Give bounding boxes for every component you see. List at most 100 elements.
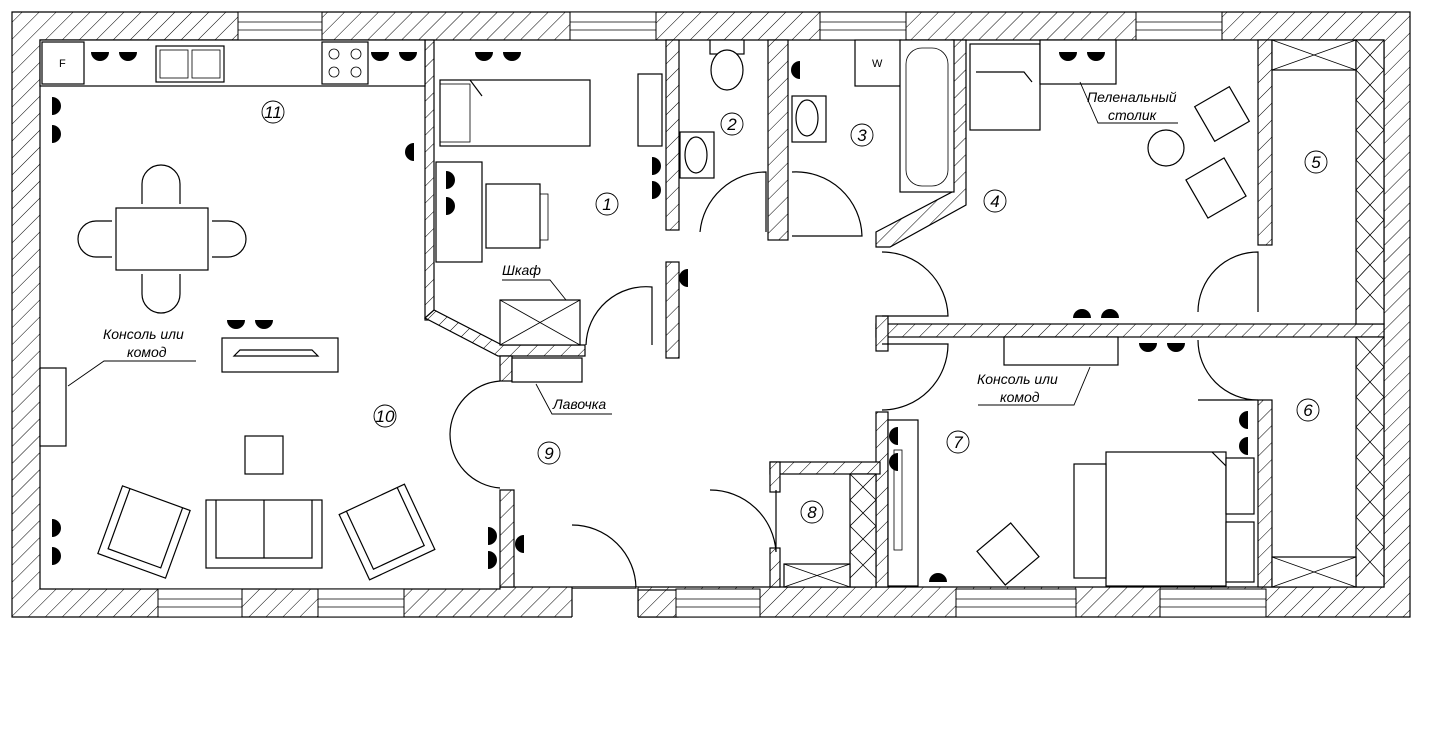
room-6-marker — [1296, 398, 1320, 422]
desk-room-1 — [435, 161, 483, 263]
room-4-marker — [983, 189, 1007, 213]
window-top-1 — [237, 11, 323, 41]
ottoman — [1147, 129, 1185, 167]
console-bedroom — [1003, 336, 1119, 366]
socket-icon — [929, 570, 947, 582]
room-7-number: 7 — [953, 433, 963, 452]
bed-room-1 — [439, 79, 591, 147]
window-bottom-5 — [1159, 588, 1267, 618]
door-room-6 — [1197, 339, 1259, 401]
socket-icon — [1236, 411, 1248, 429]
room-5-number: 5 — [1311, 153, 1321, 172]
socket-icon — [788, 61, 800, 79]
label-console-bedroom-line2: комод — [1000, 389, 1040, 405]
socket-icon — [227, 320, 245, 332]
label-console-living-line1: Консоль или — [103, 326, 184, 342]
nightstand-left — [1073, 463, 1107, 579]
socket-icon — [1167, 343, 1185, 355]
room-4-furniture — [969, 39, 1251, 219]
windows — [157, 11, 1267, 619]
chair-room-1 — [485, 183, 541, 249]
nightstand-top — [1225, 457, 1255, 515]
room-3-fixtures: W — [791, 39, 955, 193]
double-bed — [1105, 451, 1227, 587]
socket-icon — [52, 547, 64, 565]
room-11-number: 11 — [264, 103, 282, 122]
room-1-furniture — [435, 73, 663, 383]
window-top-3 — [819, 11, 907, 41]
dining-table — [115, 207, 209, 271]
kitchen-furniture: F — [39, 39, 436, 581]
stove — [321, 41, 369, 85]
label-bench: Лавочка — [552, 396, 606, 412]
wardrobe-room-7 — [887, 419, 919, 587]
console-living — [39, 367, 67, 447]
label-changing-table-line1: Пеленальный — [1087, 89, 1177, 105]
room-4-number: 4 — [990, 192, 999, 211]
door-room-2 — [699, 171, 767, 233]
socket-icon — [652, 157, 664, 175]
changing-table — [1039, 39, 1117, 85]
room-10-marker — [373, 404, 397, 428]
door-living — [449, 380, 501, 489]
label-wardrobe: Шкаф — [502, 262, 541, 278]
window-bottom-1 — [157, 588, 243, 618]
window-bottom-3 — [675, 588, 761, 618]
room-11-marker — [261, 100, 285, 124]
room-1-marker — [595, 192, 619, 216]
socket-icon — [1073, 306, 1091, 318]
doors — [449, 171, 1259, 589]
interior-walls — [423, 39, 1385, 618]
annotations: Шкаф Лавочка Пеленальный столик Консоль … — [67, 81, 1178, 415]
door-room-7 — [881, 343, 949, 411]
window-top-4 — [1135, 11, 1223, 41]
fridge — [41, 41, 85, 85]
room-10-number: 10 — [376, 407, 395, 426]
pouf — [244, 435, 284, 475]
room-3-number: 3 — [857, 126, 867, 145]
ac-unit — [637, 73, 663, 147]
room-2-fixtures — [679, 39, 745, 179]
socket-icon — [1139, 343, 1157, 355]
door-entry — [571, 524, 637, 589]
socket-icon — [52, 97, 64, 115]
socket-icon — [402, 143, 414, 161]
door-room-4 — [881, 251, 949, 317]
bathtub — [899, 39, 955, 193]
room-7-furniture — [887, 336, 1255, 587]
socket-icon — [255, 320, 273, 332]
label-changing-table-line2: столик — [1108, 107, 1158, 123]
socket-icon — [1236, 437, 1248, 455]
room-9-marker — [537, 441, 561, 465]
nightstand-bottom — [1225, 521, 1255, 583]
room-6-furniture — [1271, 336, 1385, 588]
window-top-2 — [569, 11, 657, 41]
bench — [511, 357, 583, 383]
room-8-number: 8 — [807, 503, 817, 522]
door-room-5 — [1197, 251, 1259, 313]
socket-icon — [1101, 306, 1119, 318]
room-5-furniture — [1271, 39, 1385, 325]
crib — [969, 43, 1041, 131]
window-bottom-2 — [317, 588, 405, 618]
washer — [854, 39, 902, 87]
socket-icon — [52, 519, 64, 537]
washer-label: W — [872, 58, 883, 70]
socket-icon — [475, 52, 493, 64]
door-room-3 — [791, 171, 863, 237]
socket-icon — [652, 181, 664, 199]
room-8-marker — [800, 500, 824, 524]
door-room-8 — [709, 489, 777, 553]
room-numbers: 11 1 2 3 4 5 6 7 8 9 10 — [261, 100, 1328, 524]
socket-icon — [488, 551, 500, 569]
room-2-marker — [720, 112, 744, 136]
tv-stand — [221, 337, 339, 373]
label-console-bedroom-line1: Консоль или — [977, 371, 1058, 387]
fridge-label: F — [59, 58, 66, 70]
socket-icon — [52, 125, 64, 143]
room-9-number: 9 — [544, 444, 554, 463]
room-7-marker — [946, 430, 970, 454]
room-6-number: 6 — [1303, 401, 1313, 420]
window-bottom-4 — [955, 588, 1077, 618]
